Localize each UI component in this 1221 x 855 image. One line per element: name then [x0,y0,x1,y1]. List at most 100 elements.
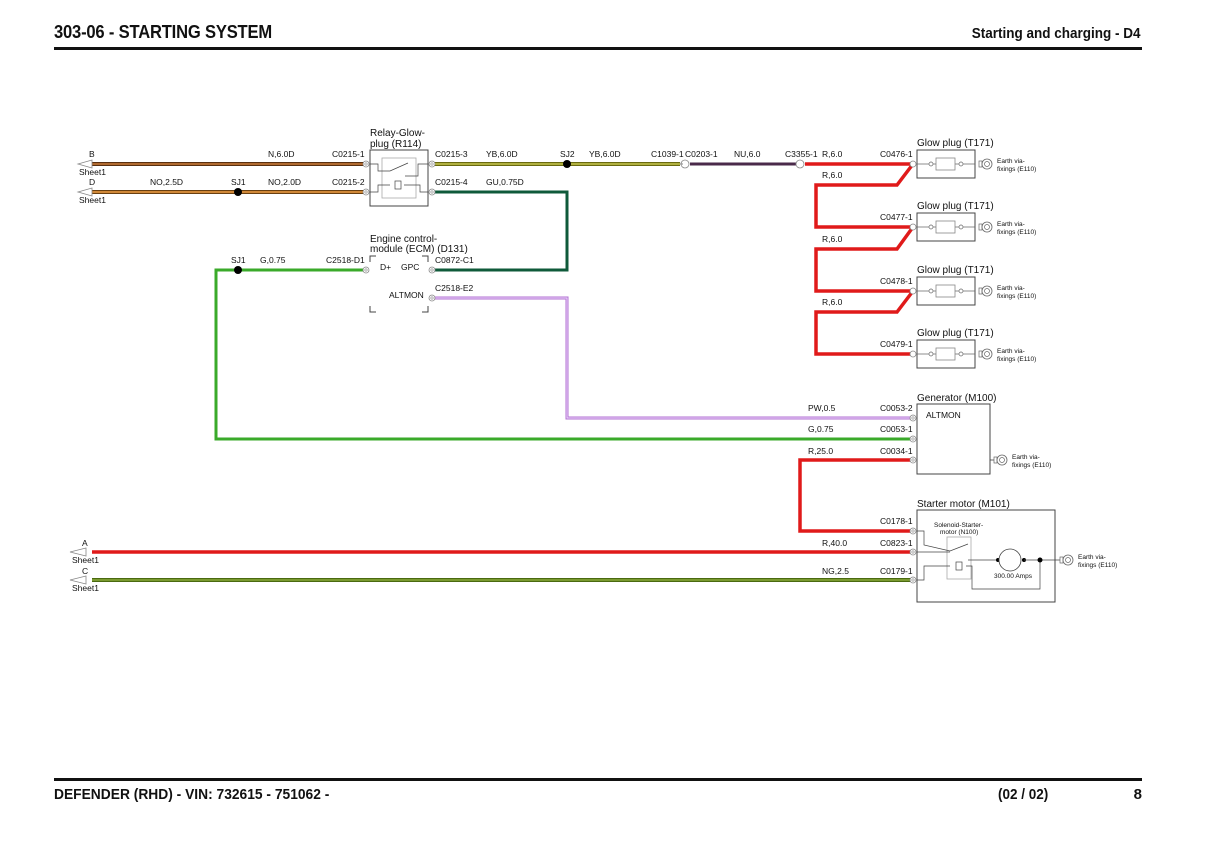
wire-label: NO,2.0D [268,177,301,187]
diagram-label: Solenoid-Starter- [934,522,983,529]
wire-gu[interactable] [434,190,569,272]
diagram-label: Generator (M100) [917,393,996,404]
diagram-label: fixings (E110) [997,356,1036,363]
wire-label: NO,2.5D [150,177,183,187]
wire-label: GU,0.75D [486,177,524,187]
starter-motor[interactable]: Starter motor (M101) Solenoid-Starter- m… [909,499,1117,603]
splice-sj2: SJ2 [560,149,575,168]
diagram-label: Earth via- [1012,454,1040,461]
wire-g-075[interactable] [214,268,913,441]
diagram-label: ALTMON [389,290,424,300]
diagram-label: SJ2 [560,149,575,159]
diagram-label: module (ECM) (D131) [370,244,468,255]
connector-label: C0179-1 [880,566,913,576]
relay-glow-plug[interactable]: Relay-Glow- plug (R114) [362,128,436,207]
earth-symbol-icon: Earth via- fixings (E110) [1059,554,1117,569]
splice-sj1-g: SJ1 [231,255,246,274]
diagram-label: Engine control- [370,234,437,245]
splice-sj1-d: SJ1 [231,177,246,196]
diagram-label: fixings (E110) [1012,462,1051,469]
connector-label: C0823-1 [880,538,913,548]
connector-label: C0477-1 [880,212,913,222]
wire-label: G,0.75 [260,255,286,265]
wire-label: YB,6.0D [589,149,621,159]
header-rule [54,47,1142,50]
connector-label: C2518-D1 [326,255,365,265]
wire-label: NU,6.0 [734,149,761,159]
connector-label: C0178-1 [880,516,913,526]
connector-label: C0215-4 [435,177,468,187]
earth-symbol-icon: Earth via- fixings (E110) [990,454,1051,469]
wire-label: R,25.0 [808,446,833,456]
engine-control-module[interactable]: Engine control- module (ECM) (D131) D+ G… [362,234,468,313]
diagram-label: A [82,538,88,548]
diagram-label: Starter motor (M101) [917,499,1010,510]
connector-label: C0034-1 [880,446,913,456]
wire-label: R,6.0 [822,149,843,159]
diagram-label: SJ1 [231,255,246,265]
wire-label: YB,6.0D [486,149,518,159]
diagram-label: Glow plug (T171) [917,328,994,339]
connector-label: C0215-3 [435,149,468,159]
wire-label: G,0.75 [808,424,834,434]
diagram-label: Glow plug (T171) [917,201,994,212]
section-title: Starting and charging - D4 [972,25,1141,42]
offsheet-c[interactable]: C Sheet1 [69,566,99,593]
generator[interactable]: Generator (M100) ALTMON Earth via- fixin… [909,393,1051,475]
connector-label: C0476-1 [880,149,913,159]
wire-label: NG,2.5 [822,566,849,576]
page-number: 8 [1133,786,1142,803]
diagram-label: plug (R114) [370,139,422,150]
page-title: 303-06 - STARTING SYSTEM [54,22,272,42]
connector-label: C0872-C1 [435,255,474,265]
diagram-label: fixings (E110) [997,293,1036,300]
diagram-label: fixings (E110) [997,229,1036,236]
diagram-label: Sheet1 [79,167,106,177]
diagram-label: Earth via- [1078,554,1106,561]
diagram-label: ALTMON [926,410,961,420]
diagram-label: Glow plug (T171) [917,138,994,149]
diagram-label: B [89,149,95,159]
diagram-label: Earth via- [997,221,1025,228]
connector-label: C0053-2 [880,403,913,413]
offsheet-d[interactable]: D Sheet1 [76,177,106,205]
wire-label: R,40.0 [822,538,847,548]
diagram-label: C [82,566,88,576]
offsheet-a[interactable]: A Sheet1 [69,538,99,565]
diagram-label: D+ [380,262,391,272]
connector-label: C0215-2 [332,177,365,187]
diagram-label: Sheet1 [79,195,106,205]
connector-label: C2518-E2 [435,283,474,293]
wire-r6-glow-chain[interactable] [805,162,915,356]
diagram-label: SJ1 [231,177,246,187]
wire-pw[interactable] [434,296,913,420]
diagram-label: Sheet1 [72,583,99,593]
diagram-label: Glow plug (T171) [917,265,994,276]
connector-label: C0478-1 [880,276,913,286]
connector-label: C3355-1 [785,149,818,159]
offsheet-b[interactable]: B Sheet1 [76,149,106,177]
diagram-label: fixings (E110) [1078,562,1117,569]
connector-label: C0215-1 [332,149,365,159]
connector-label: C0053-1 [880,424,913,434]
diagram-label: Sheet1 [72,555,99,565]
wire-label: N,6.0D [268,149,294,159]
page-of: (02 / 02) [998,786,1049,803]
wire-label: PW,0.5 [808,403,836,413]
diagram-label: Earth via- [997,348,1025,355]
diagram-label: 300.00 Amps [994,573,1033,580]
diagram-label: GPC [401,262,419,272]
inline-connector-c3355 [795,159,805,169]
diagram-label: D [89,177,95,187]
wire-r25[interactable] [798,458,913,533]
wire-label: R,6.0 [822,297,843,307]
wire-label: R,6.0 [822,234,843,244]
inline-connector-c1039 [680,159,690,169]
wire-label: R,6.0 [822,170,843,180]
diagram-label: Relay-Glow- [370,128,425,139]
